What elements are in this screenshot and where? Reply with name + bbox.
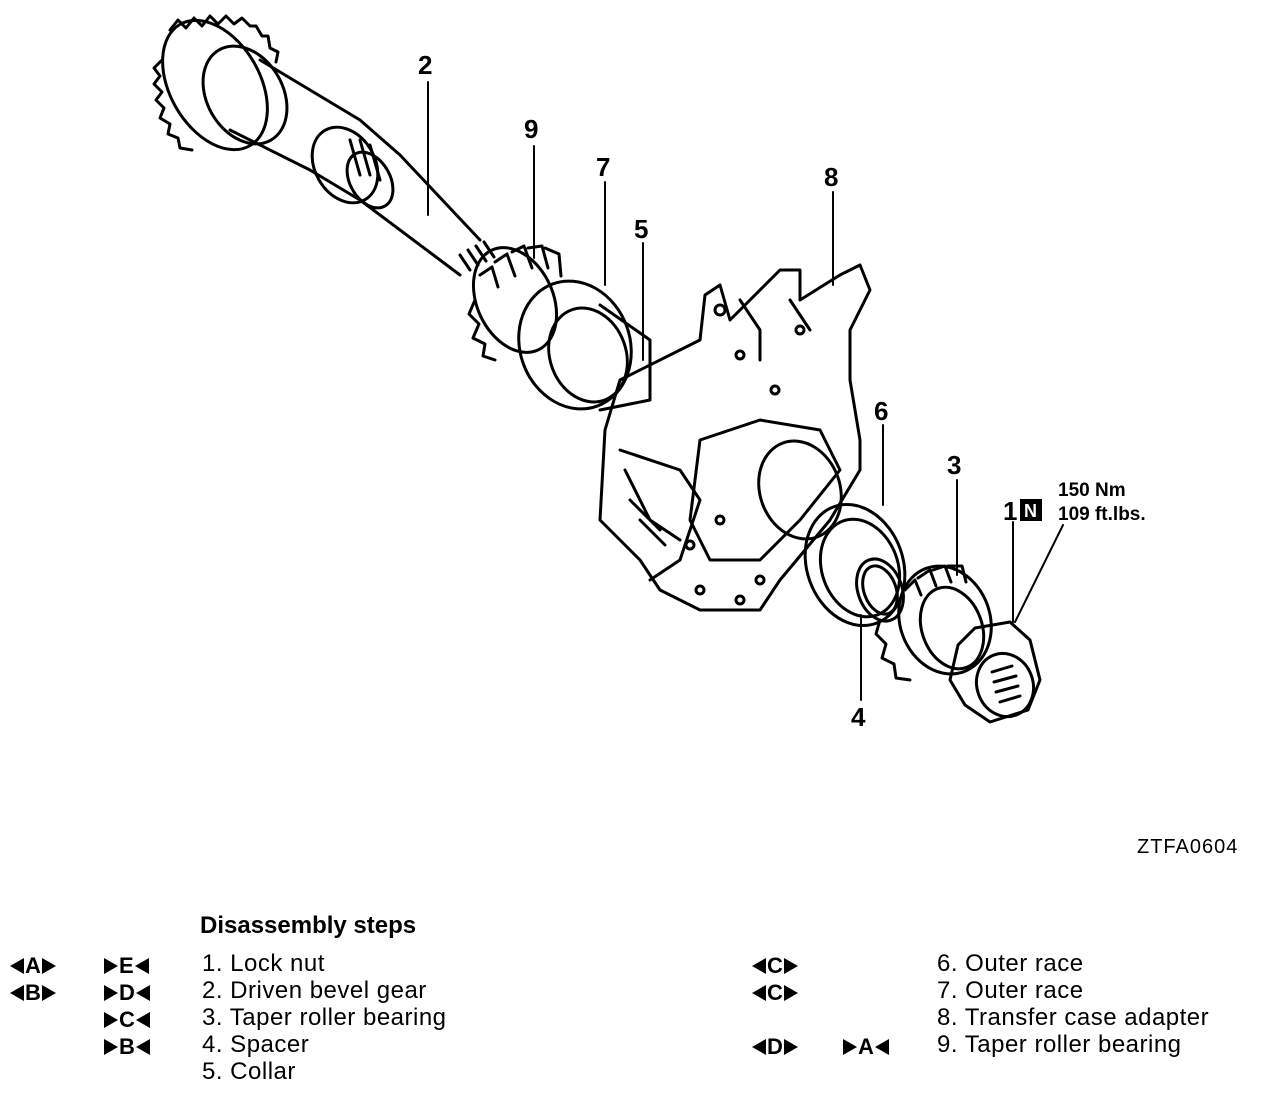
service-mark-right-9a: D [752, 1033, 798, 1060]
service-mark-left-2a: B [10, 979, 56, 1006]
service-mark-right-6a: C [752, 952, 798, 979]
steps-title: Disassembly steps [200, 912, 417, 939]
outer-race-6-drawing [803, 502, 907, 628]
service-mark-left-4b: B [104, 1033, 150, 1060]
nut-symbol: N [1024, 501, 1037, 521]
service-mark-left-1a: A [10, 952, 56, 979]
callout-8: 8 [824, 162, 838, 192]
service-mark-left-1b: E [104, 952, 149, 979]
service-mark-left-3b: C [104, 1006, 150, 1033]
outer-race-7-drawing [517, 279, 652, 412]
step-9: 9. Taper roller bearing [937, 1031, 1182, 1058]
torque-nm: 150 Nm [1058, 480, 1126, 501]
step-1: 1. Lock nut [202, 950, 325, 977]
torque-ftlbs: 109 ft.lbs. [1058, 504, 1146, 525]
callout-5: 5 [634, 214, 648, 244]
step-4: 4. Spacer [202, 1031, 310, 1058]
service-mark-right-7a: C [752, 979, 798, 1006]
step-2: 2. Driven bevel gear [202, 977, 427, 1004]
driven-bevel-gear-drawing [152, 14, 496, 277]
step-6: 6. Outer race [937, 950, 1084, 977]
nut-symbol-box [1020, 499, 1042, 521]
callout-1: 1 [1003, 496, 1017, 526]
callout-2: 2 [418, 50, 432, 80]
spacer-drawing [855, 557, 905, 623]
callout-6: 6 [874, 396, 888, 426]
step-8: 8. Transfer case adapter [937, 1004, 1210, 1031]
service-mark-left-2b: D [104, 979, 150, 1006]
figure-code: ZTFA0604 [1137, 836, 1239, 858]
exploded-diagram: 2 9 7 5 8 6 3 4 1 N 150 Nm 109 ft.lbs. [152, 14, 1146, 732]
taper-roller-bearing-9-drawing [467, 244, 563, 362]
service-mark-right-9b: A [843, 1033, 889, 1060]
callout-4: 4 [851, 702, 866, 732]
leader-lines [427, 81, 1064, 701]
lock-nut-drawing [948, 620, 1042, 724]
callout-3: 3 [947, 450, 961, 480]
callout-7: 7 [596, 152, 610, 182]
step-7: 7. Outer race [937, 977, 1084, 1004]
transfer-case-adapter-drawing [598, 263, 872, 612]
step-5: 5. Collar [202, 1058, 296, 1085]
step-3: 3. Taper roller bearing [202, 1004, 447, 1031]
taper-roller-bearing-3-drawing [874, 564, 993, 682]
callout-9: 9 [524, 114, 538, 144]
